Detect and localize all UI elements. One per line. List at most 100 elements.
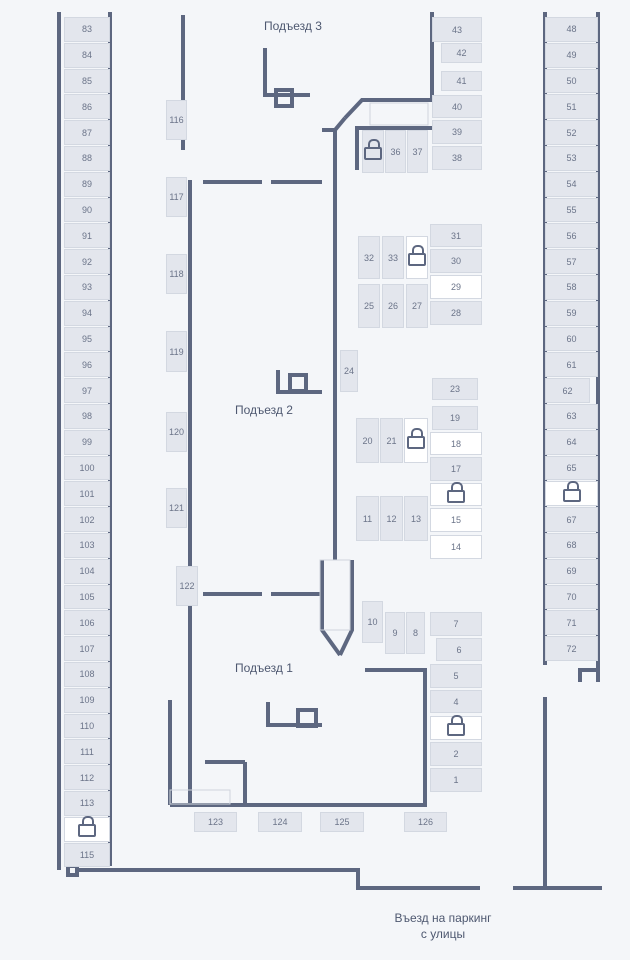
parking-spot[interactable]: 69 (545, 558, 598, 584)
parking-spot[interactable]: 38 (432, 146, 482, 170)
parking-spot[interactable]: 68 (545, 533, 598, 558)
parking-spot[interactable]: 83 (64, 17, 110, 42)
parking-spot[interactable]: 67 (545, 507, 598, 532)
parking-spot[interactable]: 100 (64, 455, 110, 481)
parking-spot-locked[interactable] (545, 480, 598, 507)
parking-spot[interactable]: 31 (430, 224, 482, 247)
parking-spot[interactable]: 56 (545, 223, 598, 249)
parking-spot[interactable]: 90 (64, 197, 110, 223)
parking-spot[interactable]: 108 (64, 662, 110, 687)
parking-spot[interactable]: 109 (64, 687, 110, 713)
parking-spot[interactable]: 125 (320, 812, 364, 832)
parking-spot[interactable]: 97 (64, 378, 110, 403)
parking-spot[interactable]: 87 (64, 120, 110, 145)
parking-spot[interactable]: 126 (404, 812, 447, 832)
parking-spot[interactable]: 26 (382, 284, 404, 328)
parking-spot[interactable]: 28 (430, 301, 482, 325)
parking-spot[interactable]: 50 (545, 68, 598, 94)
parking-spot[interactable]: 14 (430, 535, 482, 559)
parking-spot[interactable]: 102 (64, 507, 110, 532)
parking-spot[interactable]: 124 (258, 812, 302, 832)
parking-spot[interactable]: 2 (430, 742, 482, 766)
parking-spot[interactable]: 24 (340, 350, 358, 392)
parking-spot[interactable]: 11 (356, 496, 379, 541)
parking-spot[interactable]: 29 (430, 275, 482, 299)
parking-spot[interactable]: 115 (64, 842, 110, 868)
parking-spot[interactable]: 21 (380, 418, 403, 463)
parking-spot[interactable]: 60 (545, 326, 598, 352)
parking-spot[interactable]: 37 (407, 130, 428, 173)
parking-spot[interactable]: 121 (166, 488, 187, 528)
parking-spot[interactable]: 10 (362, 601, 383, 643)
parking-spot[interactable]: 116 (166, 100, 187, 140)
parking-spot-locked[interactable] (430, 715, 482, 740)
parking-spot[interactable]: 17 (430, 457, 482, 481)
parking-spot[interactable]: 65 (545, 455, 598, 481)
parking-spot[interactable]: 36 (385, 130, 406, 173)
parking-spot[interactable]: 7 (430, 612, 482, 636)
parking-spot[interactable]: 62 (545, 378, 590, 403)
parking-spot[interactable]: 49 (545, 42, 598, 68)
parking-spot-locked[interactable] (64, 816, 110, 842)
parking-spot[interactable]: 5 (430, 664, 482, 688)
parking-spot[interactable]: 13 (404, 496, 428, 541)
parking-spot[interactable]: 52 (545, 120, 598, 145)
parking-spot[interactable]: 98 (64, 404, 110, 429)
parking-spot[interactable]: 8 (406, 612, 425, 654)
parking-spot[interactable]: 12 (380, 496, 403, 541)
parking-spot[interactable]: 18 (430, 432, 482, 455)
parking-spot[interactable]: 99 (64, 429, 110, 455)
parking-spot[interactable]: 15 (430, 508, 482, 532)
parking-spot[interactable]: 88 (64, 146, 110, 171)
parking-spot[interactable]: 91 (64, 223, 110, 249)
parking-spot[interactable]: 106 (64, 610, 110, 636)
parking-spot[interactable]: 117 (166, 177, 187, 217)
parking-spot[interactable]: 118 (166, 254, 187, 294)
parking-spot[interactable]: 111 (64, 739, 110, 765)
parking-spot[interactable]: 57 (545, 249, 598, 274)
parking-spot[interactable]: 25 (358, 284, 380, 328)
parking-spot[interactable]: 23 (432, 378, 478, 400)
parking-spot[interactable]: 39 (432, 120, 482, 144)
parking-spot[interactable]: 61 (545, 352, 598, 378)
parking-spot[interactable]: 42 (441, 43, 482, 63)
parking-spot[interactable]: 4 (430, 690, 482, 713)
parking-spot[interactable]: 113 (64, 791, 110, 816)
parking-spot[interactable]: 63 (545, 404, 598, 429)
parking-spot[interactable]: 33 (382, 236, 404, 279)
parking-spot[interactable]: 72 (545, 636, 598, 661)
parking-spot[interactable]: 94 (64, 300, 110, 326)
parking-spot[interactable]: 59 (545, 300, 598, 326)
parking-spot[interactable]: 93 (64, 275, 110, 300)
parking-spot[interactable]: 41 (441, 71, 482, 91)
parking-spot[interactable]: 1 (430, 768, 482, 792)
parking-spot[interactable]: 19 (432, 406, 478, 430)
parking-spot[interactable]: 58 (545, 275, 598, 300)
parking-spot[interactable]: 119 (166, 331, 187, 372)
parking-spot[interactable]: 96 (64, 352, 110, 378)
parking-spot[interactable]: 55 (545, 197, 598, 223)
parking-spot[interactable]: 107 (64, 636, 110, 661)
parking-spot[interactable]: 54 (545, 171, 598, 197)
parking-spot[interactable]: 71 (545, 610, 598, 636)
parking-spot[interactable]: 32 (358, 236, 380, 279)
parking-spot[interactable]: 110 (64, 713, 110, 739)
parking-spot[interactable]: 104 (64, 558, 110, 584)
parking-spot[interactable]: 20 (356, 418, 379, 463)
parking-spot[interactable]: 92 (64, 249, 110, 274)
parking-spot[interactable]: 6 (436, 638, 482, 661)
parking-spot-locked[interactable] (430, 481, 482, 506)
parking-spot-locked[interactable] (406, 236, 428, 279)
parking-spot[interactable]: 30 (430, 249, 482, 273)
parking-spot[interactable]: 64 (545, 429, 598, 455)
parking-spot[interactable]: 85 (64, 68, 110, 94)
parking-spot[interactable]: 70 (545, 584, 598, 610)
parking-spot[interactable]: 103 (64, 533, 110, 558)
parking-spot[interactable]: 95 (64, 326, 110, 352)
parking-spot[interactable]: 89 (64, 171, 110, 197)
parking-spot[interactable]: 122 (176, 566, 198, 606)
parking-spot[interactable]: 123 (194, 812, 237, 832)
parking-spot[interactable]: 43 (432, 17, 482, 42)
parking-spot-locked[interactable] (362, 130, 384, 173)
parking-spot-locked[interactable] (404, 418, 428, 463)
